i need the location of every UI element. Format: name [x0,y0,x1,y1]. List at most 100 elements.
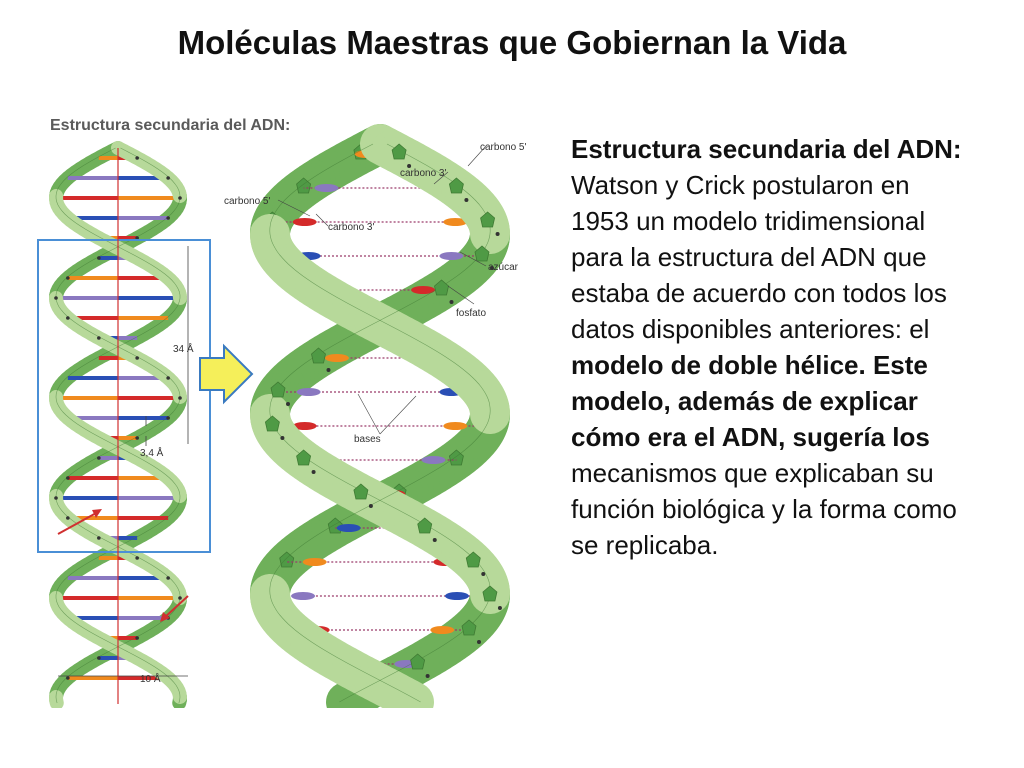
phosphate-dot [489,266,494,270]
sugar-pentagon [264,415,280,432]
leader-carbono3-left [315,213,329,227]
base-a [430,626,455,634]
base-a [443,218,468,226]
base-a [411,286,436,294]
text-body-2: mecanismos que explicaban su función bio… [571,458,957,560]
base-b [292,218,317,226]
sugar-pentagon [410,653,426,670]
phosphate-dot [178,396,182,400]
label-carbono5-left: carbono 5' [224,196,270,207]
phosphate-dot [497,606,502,610]
phosphate-dot [432,538,437,542]
base-b [421,456,446,464]
phosphate-dot [311,470,316,474]
strand-segment [326,679,372,708]
phosphate-dot [286,402,291,406]
sugar-pentagon [482,585,498,602]
text-body-1: Watson y Crick postularon en 1953 un mod… [571,170,947,344]
direction-arrow-up [57,511,99,535]
base-a [296,388,321,396]
phosphate-dot [166,416,170,420]
leader-carbono5-left [277,199,311,217]
phosphate-dot [449,300,454,304]
phosphate-dot [97,656,101,660]
rise-label: 3,4 Å [140,446,164,459]
diameter-label: 10 Å [140,672,161,685]
sugar-pentagon [448,177,464,194]
phosphate-dot [368,504,373,508]
phosphate-dot [166,176,170,180]
sugar-pentagon [474,245,490,262]
phosphate-dot [464,198,469,202]
phosphate-dot [407,164,412,168]
sugar-pentagon [461,619,477,636]
phosphate-dot [66,316,70,320]
slide-title: Moléculas Maestras que Gobiernan la Vida [177,24,847,61]
body-paragraph: Estructura secundaria del ADN: Watson y … [571,131,971,563]
phosphate-dot [166,576,170,580]
phosphate-dot [178,196,182,200]
sugar-pentagon [465,551,481,568]
text-heading: Estructura secundaria del ADN: [571,134,962,164]
base-a [439,252,464,260]
sugar-pentagon [480,211,496,228]
phosphate-dot [97,336,101,340]
sugar-pentagon [296,449,312,466]
leader-bases-1 [357,393,381,435]
phosphate-dot [66,676,70,680]
phosphate-dot [135,636,139,640]
pitch-label: 34 Å [173,342,194,355]
zoom-arrow-icon [199,343,254,405]
phosphate-dot [166,376,170,380]
leader-carbono3-top [433,171,449,185]
phosphate-dot [54,296,58,300]
base-b [291,592,316,600]
phosphate-dot [66,476,70,480]
strand-segment [388,679,434,708]
scale-box [37,239,211,553]
base-b [314,184,339,192]
sugar-pentagon [353,483,369,500]
label-carbono3-left: carbono 3' [328,222,374,233]
phosphate-dot [495,232,500,236]
sugar-pentagon [311,347,326,364]
direction-arrow-up-head [92,509,102,518]
phosphate-dot [425,674,430,678]
sugar-pentagon [270,381,286,398]
phosphate-dot [166,216,170,220]
phosphate-dot [54,496,58,500]
phosphate-dot [97,456,101,460]
base-a [444,592,469,600]
phosphate-dot [178,596,182,600]
base-a [292,422,317,430]
phosphate-dot [280,436,285,440]
base-b [443,422,468,430]
sugar-pentagon [391,143,407,160]
label-azucar: azúcar [488,262,519,273]
phosphate-dot [476,640,481,644]
leader-bases-2 [379,395,417,435]
leader-fosfato [447,285,475,305]
base-b [302,558,327,566]
phosphate-dot [97,256,101,260]
sugar-pentagon [434,279,449,296]
dna-figure: Estructura secundaria del ADN: 34 Å 3,4 … [28,104,528,708]
direction-arrow-down-head [160,612,170,622]
text-emphasis: modelo de doble hélice. Este modelo, ade… [571,350,930,452]
sugar-pentagon [417,517,433,534]
phosphate-dot [326,368,331,372]
leader-carbono5-top [467,145,487,167]
label-carbono5-top: carbono 5' [480,142,526,153]
direction-arrow-down [163,595,189,619]
phosphate-dot [66,276,70,280]
base-a [324,354,349,362]
phosphate-dot [135,556,139,560]
phosphate-dot [135,356,139,360]
label-carbono3-top: carbono 3' [400,168,446,179]
phosphate-dot [481,572,486,576]
label-bases: bases [354,434,381,445]
phosphate-dot [135,236,139,240]
label-fosfato: fosfato [456,308,486,319]
base-b [336,524,361,532]
strand-outline [269,143,491,703]
